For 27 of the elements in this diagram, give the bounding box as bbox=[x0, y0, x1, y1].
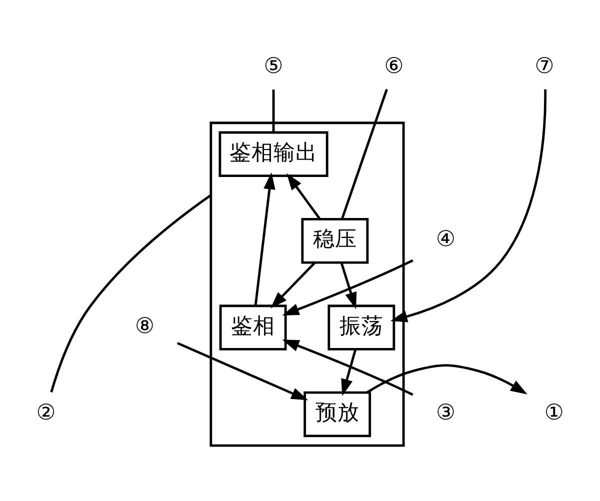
arrow bbox=[282, 259, 414, 316]
node-text: ④ bbox=[436, 227, 456, 252]
node-box: 稳压 bbox=[301, 218, 369, 264]
node-box: 鉴相输出 bbox=[218, 131, 328, 178]
node-text: ② bbox=[36, 400, 56, 426]
arrow bbox=[390, 89, 547, 322]
arrow bbox=[286, 173, 321, 220]
connector bbox=[340, 88, 388, 220]
node-text: ⑧ bbox=[134, 314, 154, 339]
node-text: ⑤ bbox=[264, 54, 284, 79]
arrow bbox=[176, 342, 308, 400]
node-text: ① bbox=[544, 400, 564, 426]
connector bbox=[50, 194, 212, 392]
node-text: ⑥ bbox=[384, 54, 404, 79]
arrow bbox=[254, 172, 276, 306]
connector bbox=[272, 90, 275, 132]
node-text: ⑦ bbox=[534, 54, 554, 79]
cluster bbox=[210, 122, 405, 447]
arrow bbox=[282, 340, 414, 396]
arrow bbox=[341, 349, 357, 396]
arrow bbox=[270, 262, 316, 308]
node-text: ③ bbox=[436, 400, 456, 426]
node-box: 鉴相 bbox=[219, 304, 287, 350]
arrow bbox=[340, 262, 357, 310]
node-box: 预放 bbox=[304, 391, 372, 438]
node-box: 振荡 bbox=[328, 304, 396, 350]
arrow bbox=[366, 364, 528, 394]
